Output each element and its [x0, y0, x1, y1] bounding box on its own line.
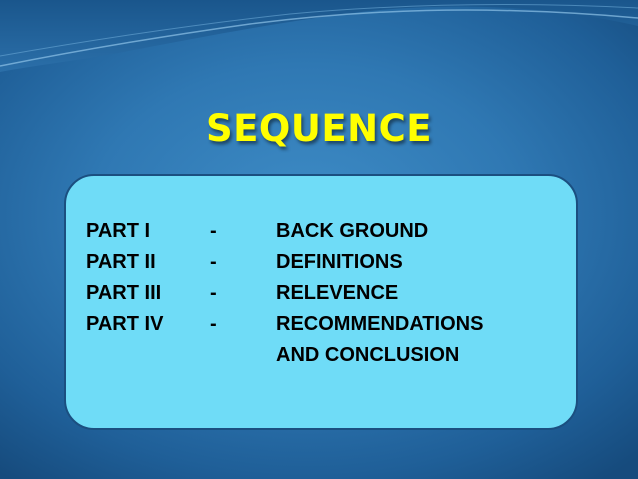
part-label: PART III — [86, 282, 162, 304]
topic-label: RECOMMENDATIONS — [276, 313, 484, 335]
separator-dash: - — [210, 313, 217, 335]
sequence-row-continuation: AND CONCLUSION — [66, 342, 580, 369]
part-label: PART IV — [86, 313, 164, 335]
topic-label: BACK GROUND — [276, 220, 429, 242]
separator-dash: - — [210, 220, 217, 242]
separator-dash: - — [210, 251, 217, 273]
sequence-row: PART II - DEFINITIONS — [66, 249, 580, 276]
part-label: PART I — [86, 220, 151, 242]
sequence-row: PART I - BACK GROUND — [66, 218, 580, 245]
topic-label: RELEVENCE — [276, 282, 399, 304]
sequence-box: PART I - BACK GROUND PART II - DEFINITIO… — [64, 174, 578, 430]
slide-title: SEQUENCE — [205, 107, 433, 150]
topic-label: AND CONCLUSION — [276, 344, 460, 366]
sequence-row: PART III - RELEVENCE — [66, 280, 580, 307]
separator-dash: - — [210, 282, 217, 304]
part-label: PART II — [86, 251, 156, 273]
sequence-row: PART IV - RECOMMENDATIONS — [66, 311, 580, 338]
top-wave-decoration — [0, 0, 638, 72]
topic-label: DEFINITIONS — [276, 251, 403, 273]
